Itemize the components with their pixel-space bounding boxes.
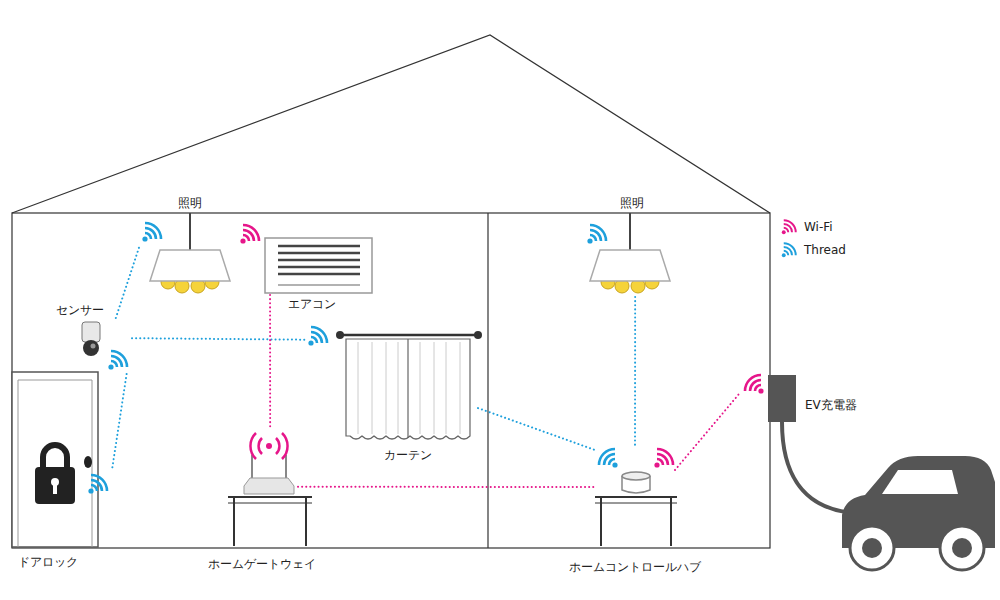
link-line <box>112 374 127 470</box>
device-label: カーテン <box>384 448 432 462</box>
device-node: ホームゲートウェイ <box>240 430 298 496</box>
legend-swatch <box>780 218 798 236</box>
legend-entry: Wi-Fi <box>780 218 833 236</box>
link-line <box>269 295 271 430</box>
device-label: ホームコントロールハブ <box>569 560 701 574</box>
link-line <box>116 245 140 319</box>
device-node: 照明 <box>585 222 673 297</box>
link-line <box>478 408 595 450</box>
device-label: EV充電器 <box>805 398 857 412</box>
device-label: 照明 <box>178 196 202 210</box>
device-label: ホームゲートウェイ <box>208 557 316 571</box>
device-node: エアコン <box>237 222 373 295</box>
link-line <box>634 297 636 445</box>
legend-entry: Thread <box>780 241 846 259</box>
legend-text: Wi-Fi <box>804 220 833 234</box>
device-node: EV充電器 <box>740 372 798 424</box>
device-node: ドアロック <box>12 370 112 545</box>
device-label: ドアロック <box>18 555 78 569</box>
link-line <box>132 338 305 340</box>
device-node: センサー <box>78 318 132 374</box>
device-label: 照明 <box>620 196 644 210</box>
device-node: 照明 <box>140 222 232 297</box>
device-label: エアコン <box>288 297 336 311</box>
legend-swatch <box>780 241 798 259</box>
link-line <box>675 393 740 470</box>
legend-text: Thread <box>804 243 846 257</box>
link-line <box>298 486 595 488</box>
device-node: ホームコントロールハブ <box>595 445 675 495</box>
device-node: カーテン <box>305 326 478 440</box>
device-label: センサー <box>56 303 104 317</box>
